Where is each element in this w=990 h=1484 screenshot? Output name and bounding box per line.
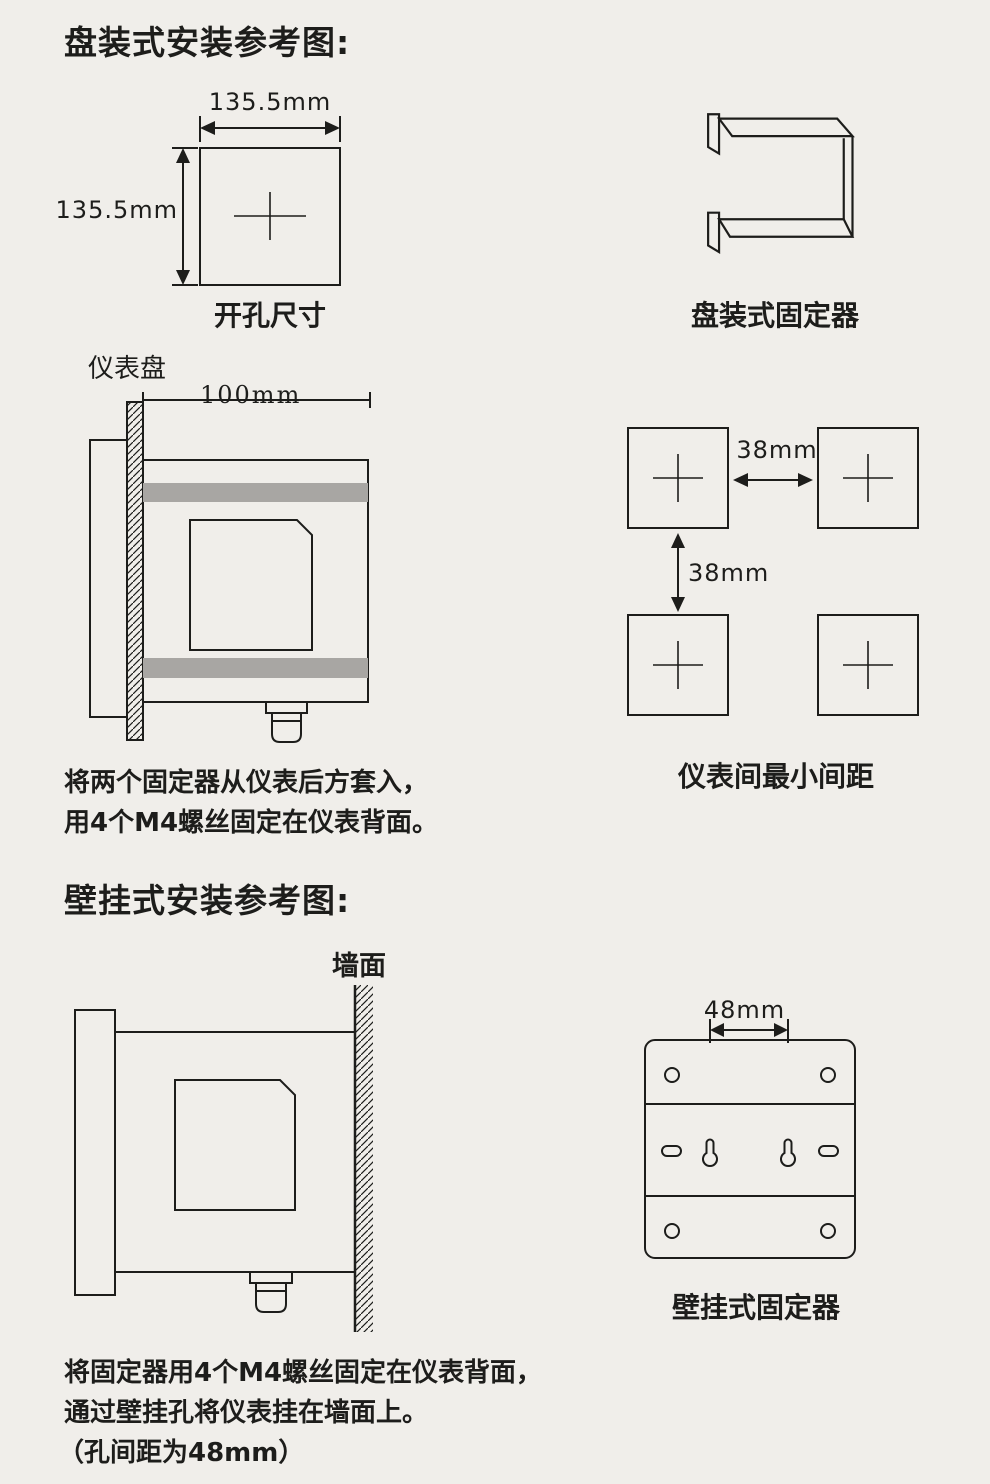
wall-bracket-drawing bbox=[644, 1019, 856, 1259]
wall-bracket-caption: 壁挂式固定器 bbox=[671, 1291, 840, 1324]
spacing-square-br bbox=[817, 614, 919, 716]
fixer-bottom-tab bbox=[707, 211, 721, 254]
fixer-bar-top bbox=[143, 483, 368, 502]
wall-note-line1: 将固定器用4个M4螺丝固定在仪表背面， bbox=[64, 1358, 543, 1388]
cable-gland bbox=[265, 701, 308, 743]
instrument-body bbox=[142, 459, 369, 703]
hole-dim: 48mm bbox=[703, 996, 786, 1024]
fixer-bottom-bar bbox=[717, 218, 855, 238]
depth-dim-line bbox=[142, 392, 371, 408]
instrument-panel-hatch bbox=[126, 401, 144, 741]
depth-dim: 100mm bbox=[200, 381, 302, 409]
cutout-height-dim: 135.5mm bbox=[55, 196, 178, 224]
fixer-bar-bottom bbox=[143, 658, 368, 678]
panel-label: 仪表盘 bbox=[88, 354, 167, 384]
instrument-bezel bbox=[74, 1009, 116, 1296]
instrument-body bbox=[114, 1031, 356, 1273]
spacing-crosses bbox=[653, 454, 893, 689]
hole-dim-arrow bbox=[709, 1019, 789, 1043]
gap-v-dim: 38mm bbox=[688, 559, 770, 587]
instrument-bezel bbox=[89, 439, 128, 718]
panel-mount-side-view bbox=[89, 392, 371, 743]
wall-note-line3: （孔间距为48mm） bbox=[58, 1438, 305, 1468]
wall-note-line2: 通过壁挂孔将仪表挂在墙面上。 bbox=[64, 1398, 429, 1428]
panel-section-heading: 盘装式安装参考图: bbox=[64, 23, 351, 62]
cutout-center-cross bbox=[234, 192, 306, 240]
cutout-width-dim: 135.5mm bbox=[208, 88, 332, 116]
gap-h-dim: 38mm bbox=[736, 436, 818, 464]
spacing-square-bl bbox=[627, 614, 729, 716]
wall-hatch bbox=[355, 985, 373, 1332]
panel-fixer-drawing bbox=[707, 113, 855, 254]
spacing-square-tr bbox=[817, 427, 919, 529]
wall-mount-side-view bbox=[74, 985, 373, 1332]
panel-fixer-caption: 盘装式固定器 bbox=[690, 299, 859, 332]
panel-note-line1: 将两个固定器从仪表后方套入， bbox=[64, 768, 429, 798]
bracket-screw-holes bbox=[664, 1067, 836, 1239]
bracket-keyhole-slots bbox=[702, 1138, 796, 1167]
spacing-caption: 仪表间最小间距 bbox=[677, 760, 874, 793]
spacing-square-tl bbox=[627, 427, 729, 529]
gap-h-arrow bbox=[733, 473, 813, 487]
cutout-caption: 开孔尺寸 bbox=[213, 299, 326, 332]
cable-gland bbox=[249, 1271, 293, 1313]
panel-note-line2: 用4个M4螺丝固定在仪表背面。 bbox=[64, 808, 439, 838]
cutout-square bbox=[199, 147, 341, 286]
fixer-top-bar bbox=[716, 117, 855, 138]
bracket-side-slots bbox=[661, 1145, 839, 1157]
fixer-top-tab bbox=[707, 113, 721, 156]
instrument-label-plate bbox=[174, 1079, 296, 1211]
instrument-label-plate bbox=[189, 519, 313, 651]
spacing-diagram bbox=[627, 427, 919, 716]
cutout-width-arrow bbox=[199, 116, 341, 142]
wall-section-heading: 壁挂式安装参考图: bbox=[64, 881, 351, 920]
cutout-height-arrow bbox=[172, 147, 198, 286]
gap-v-arrow bbox=[671, 533, 685, 612]
wall-label: 墙面 bbox=[332, 951, 386, 982]
bracket-plate bbox=[644, 1039, 856, 1259]
cutout-diagram bbox=[172, 116, 341, 286]
